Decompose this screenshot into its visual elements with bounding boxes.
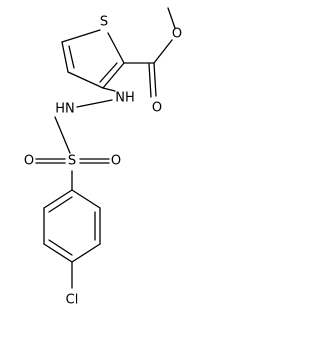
hydrazine-linker bbox=[54, 87, 116, 154]
sulfonyl-oxygen-left-label: O bbox=[24, 154, 34, 169]
thiophene-ring bbox=[61, 29, 125, 89]
bond-nh-nh bbox=[76, 99, 113, 108]
bond-c4-c5-inner bbox=[68, 45, 75, 69]
sulfonyl-sulfur-label: S bbox=[68, 154, 76, 169]
bond-c3-c4 bbox=[67, 71, 104, 89]
sulfonyl-oxygen-right-label: O bbox=[111, 154, 121, 169]
amine-nh-lower-label: HN bbox=[55, 102, 75, 117]
carbonyl-oxygen-label: O bbox=[152, 101, 162, 116]
bond-ester-o-methyl bbox=[167, 7, 176, 29]
bond-c3-nh bbox=[102, 87, 116, 92]
sulfonyl-group bbox=[35, 158, 110, 191]
bond-carbonyl-ester-o bbox=[153, 39, 173, 64]
chemical-structure: S O O NH HN S O O Cl bbox=[24, 7, 182, 308]
bond-ring-6-inner bbox=[48, 196, 73, 213]
bond-carbonyl-o bbox=[153, 62, 157, 97]
bond-ring-4-inner bbox=[48, 239, 73, 256]
chlorine-label: Cl bbox=[66, 293, 79, 308]
bond-ring-4 bbox=[43, 243, 73, 263]
bond-c2-c3 bbox=[102, 62, 125, 89]
bond-c2-c3-inner bbox=[99, 62, 118, 83]
bond-nh-s bbox=[54, 116, 71, 154]
bond-ring-3 bbox=[71, 243, 101, 263]
bond-c5-s1 bbox=[61, 29, 101, 43]
chlorophenyl-ring bbox=[43, 189, 101, 289]
ester-oxygen-label: O bbox=[172, 27, 182, 42]
bond-c4-c5 bbox=[61, 41, 69, 73]
bond-ring-1 bbox=[71, 189, 101, 209]
bond-s1-c2 bbox=[107, 32, 125, 64]
bond-ring-6 bbox=[43, 189, 73, 209]
bond-carbonyl-o-double bbox=[148, 63, 152, 98]
methyl-ester-group bbox=[123, 7, 176, 98]
amine-nh-upper-label: NH bbox=[115, 91, 135, 106]
thiophene-sulfur-label: S bbox=[100, 15, 108, 30]
